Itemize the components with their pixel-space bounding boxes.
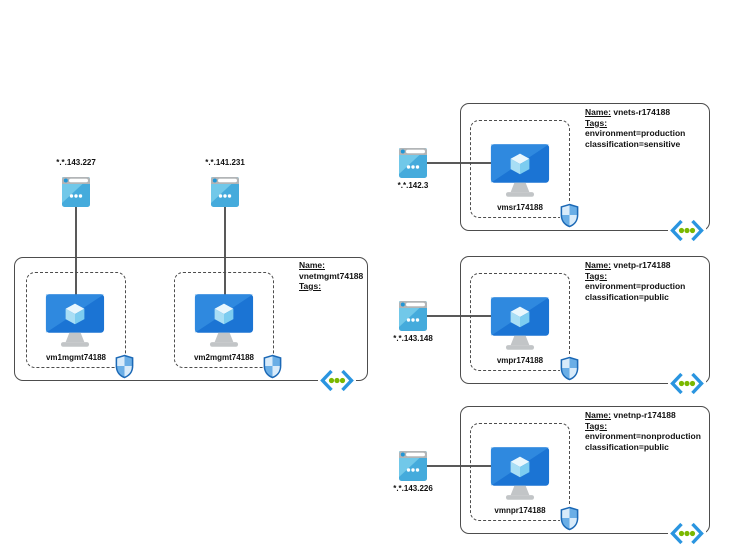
virtual-machine-icon [490, 143, 550, 198]
public-ip-browser-icon [399, 451, 427, 481]
vm-name-label: vmnpr174188 [494, 506, 546, 515]
virtual-network-icon [668, 520, 706, 547]
vnet-box-vnetnp-r [460, 406, 710, 534]
public-ip-label: *.*.142.3 [397, 181, 429, 190]
virtual-network-icon [668, 217, 706, 244]
network-security-group-shield-icon [559, 356, 580, 381]
tags-label: Tags: [585, 420, 608, 431]
vnet-name-value: vnetmgmt74188 [299, 270, 364, 281]
tag-line: classification=sensitive [585, 138, 681, 149]
tags-label: Tags: [299, 281, 322, 291]
vnet-metadata: Name: vnets-r174188 Tags: environment=pr… [585, 107, 685, 149]
connector-line [224, 207, 226, 295]
vnet-name-value: vnetp-r174188 [613, 260, 671, 270]
subnet-box [470, 273, 570, 371]
vnet-box-mgmt [14, 257, 368, 381]
public-ip-browser-icon [399, 301, 427, 331]
name-label: Name: [585, 260, 611, 270]
virtual-network-icon [318, 367, 356, 394]
subnet-box [470, 120, 570, 218]
vm-name-label: vm2mgmt74188 [193, 353, 255, 362]
public-ip-browser-icon [62, 177, 90, 207]
vnet-name-value: vnetnp-r174188 [613, 410, 676, 420]
tags-label: Tags: [585, 117, 608, 128]
vnet-name-value: vnets-r174188 [613, 107, 671, 117]
public-ip-label: *.*.143.148 [393, 334, 433, 343]
subnet-box-vm1 [26, 272, 126, 368]
virtual-network-icon [668, 370, 706, 397]
network-security-group-shield-icon [559, 203, 580, 228]
vnet-box-vnets-r [460, 103, 710, 231]
virtual-machine-icon [490, 296, 550, 351]
virtual-machine-icon [45, 293, 105, 348]
vnet-metadata: Name: vnetp-r174188 Tags: environment=pr… [585, 260, 685, 302]
name-label: Name: [585, 410, 611, 420]
connector-line [427, 465, 491, 467]
vnet-metadata: Name: vnetnp-r174188 Tags: environment=n… [585, 410, 701, 452]
tag-line: environment=production [585, 128, 686, 138]
public-ip-label: *.*.141.231 [205, 158, 245, 167]
tag-line: classification=public [585, 291, 669, 302]
tags-label: Tags: [585, 270, 608, 281]
public-ip-browser-icon [211, 177, 239, 207]
public-ip-browser-icon [399, 148, 427, 178]
vm-name-label: vmpr174188 [496, 356, 544, 365]
subnet-box [470, 423, 570, 521]
name-label: Name: [585, 107, 611, 117]
vm-name-label: vm1mgmt74188 [45, 353, 107, 362]
connector-line [427, 162, 491, 164]
subnet-box-vm2 [174, 272, 274, 368]
vnet-metadata-mgmt: Name: vnetmgmt74188 Tags: [299, 260, 363, 292]
connector-line [427, 315, 491, 317]
connector-line [75, 207, 77, 295]
name-label: Name: [299, 260, 325, 270]
public-ip-label: *.*.143.227 [56, 158, 96, 167]
tag-line: classification=public [585, 441, 669, 452]
network-security-group-shield-icon [114, 354, 135, 379]
virtual-machine-icon [194, 293, 254, 348]
vnet-box-vnetp-r [460, 256, 710, 384]
tag-line: environment=nonproduction [585, 431, 701, 441]
network-security-group-shield-icon [559, 506, 580, 531]
vm-name-label: vmsr174188 [497, 203, 543, 212]
tag-line: environment=production [585, 281, 686, 291]
network-security-group-shield-icon [262, 354, 283, 379]
virtual-machine-icon [490, 446, 550, 501]
public-ip-label: *.*.143.226 [393, 484, 433, 493]
